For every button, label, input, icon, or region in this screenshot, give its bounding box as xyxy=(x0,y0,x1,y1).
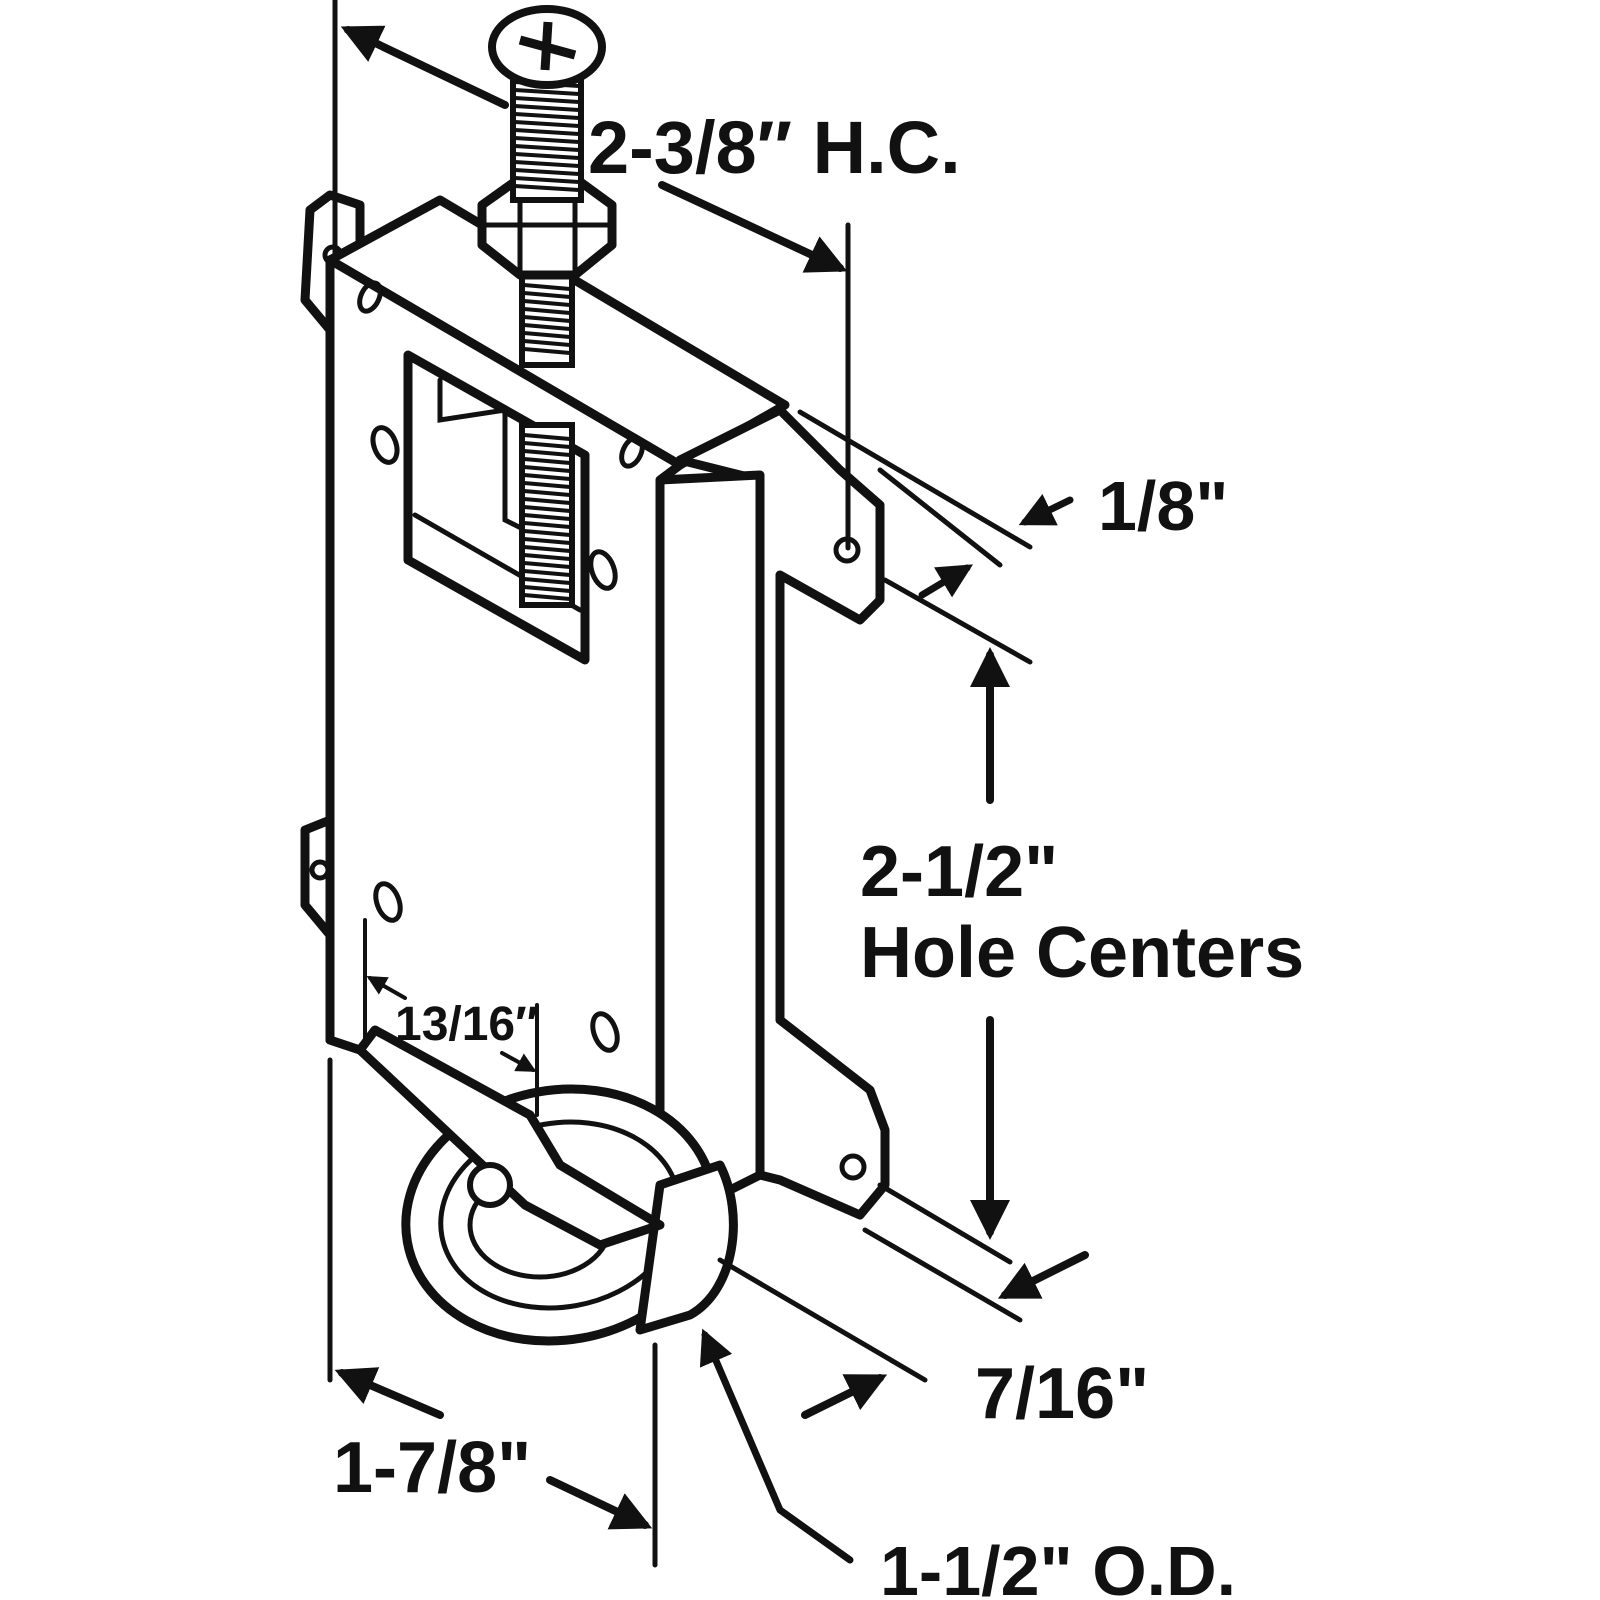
screw-thread xyxy=(523,569,571,577)
screw-thread xyxy=(523,449,571,457)
front-hole-5 xyxy=(373,881,403,923)
length-arrow-left xyxy=(334,1367,444,1419)
hole-centers-caption: Hole Centers xyxy=(860,913,1304,993)
screw-thread xyxy=(514,176,580,184)
screw-thread xyxy=(514,152,580,160)
screw-thread xyxy=(523,331,571,339)
lower-threaded-rod xyxy=(519,422,575,608)
wheel-diameter-label: 1-1/2" O.D. xyxy=(880,1532,1236,1600)
screw-thread xyxy=(514,160,580,168)
front-hole-3 xyxy=(619,435,645,469)
screw-thread xyxy=(523,537,571,545)
screw-thread xyxy=(514,112,580,120)
screw-thread xyxy=(523,521,571,529)
thickness-arrow-bottom xyxy=(918,564,974,599)
screw-thread xyxy=(523,529,571,537)
width-extension-2 xyxy=(717,1257,928,1383)
adjusting-screw xyxy=(477,5,617,368)
dimension-lines xyxy=(327,0,1089,1568)
screw-thread xyxy=(523,513,571,521)
centers-extension-top xyxy=(882,577,1033,665)
screw-thread xyxy=(523,307,571,315)
screw-thread xyxy=(523,497,571,505)
offset-arrow-left xyxy=(366,976,407,1000)
hole-centers-value-label: 2-1/2" xyxy=(860,832,1058,912)
screw-thread xyxy=(514,104,580,112)
screw-thread xyxy=(523,577,571,585)
thickness-extension-1 xyxy=(797,409,1033,550)
dimension-labels: 2-3/8″ H.C. 1/8" 2-1/2" Hole Centers 13/… xyxy=(333,106,1304,1600)
screw-thread xyxy=(523,315,571,323)
screw-thread xyxy=(514,88,580,96)
screw-thread xyxy=(523,593,571,601)
width-arrow-bottom xyxy=(801,1374,888,1419)
screw-thread xyxy=(514,144,580,152)
screw-thread xyxy=(514,168,580,176)
screw-thread xyxy=(523,457,571,465)
screw-thread xyxy=(523,347,571,355)
screw-thread xyxy=(523,561,571,569)
centers-extension-bottom xyxy=(877,1182,1013,1265)
screw-thread xyxy=(523,505,571,513)
offset-arrow-right xyxy=(500,1051,537,1072)
screw-thread xyxy=(523,585,571,593)
screw-thread xyxy=(523,339,571,347)
screw-thread xyxy=(523,441,571,449)
screw-thread xyxy=(523,291,571,299)
thickness-extension-2 xyxy=(877,467,1003,568)
screw-thread xyxy=(514,136,580,144)
screw-thread xyxy=(514,184,580,192)
front-hole-4 xyxy=(588,549,618,591)
right-flange-hole-bottom xyxy=(839,1153,867,1181)
hc-arrow-left xyxy=(340,25,509,109)
front-hole-2 xyxy=(370,425,400,465)
width-arrow-top xyxy=(997,1251,1089,1299)
screw-thread xyxy=(523,489,571,497)
phillips-slot-icon xyxy=(518,21,577,71)
screw-thread xyxy=(523,473,571,481)
screw-thread xyxy=(523,433,571,441)
screw-thread xyxy=(514,96,580,104)
wheel-tread xyxy=(635,1160,738,1335)
front-hole-6 xyxy=(590,1011,620,1053)
flange-thickness-label: 1/8" xyxy=(1098,467,1229,545)
screw-thread xyxy=(523,283,571,291)
front-hole-1 xyxy=(357,280,383,314)
right-flange xyxy=(675,405,890,1220)
length-label: 1-7/8" xyxy=(333,1428,531,1508)
screw-thread xyxy=(523,323,571,331)
side-face xyxy=(655,470,765,1230)
diameter-leader-arrow xyxy=(699,1328,854,1564)
hole-center-top-label: 2-3/8″ H.C. xyxy=(588,106,961,189)
roller-assembly-drawing xyxy=(300,5,890,1346)
screw-thread xyxy=(523,465,571,473)
wheel-bracket xyxy=(355,1025,665,1250)
wheel xyxy=(355,1025,738,1346)
hc-arrow-right xyxy=(658,181,848,273)
wheel-offset-label: 13/16″ xyxy=(395,998,538,1051)
screw-thread xyxy=(523,545,571,553)
length-arrow-right xyxy=(546,1476,653,1530)
screw-thread xyxy=(523,553,571,561)
screw-thread xyxy=(514,120,580,128)
screw-thread xyxy=(514,128,580,136)
screw-thread xyxy=(523,299,571,307)
thickness-arrow-top xyxy=(1018,493,1074,526)
screw-thread xyxy=(523,481,571,489)
width-label: 7/16" xyxy=(975,1354,1149,1434)
axle xyxy=(467,1162,513,1208)
width-extension-1 xyxy=(862,1227,1023,1323)
